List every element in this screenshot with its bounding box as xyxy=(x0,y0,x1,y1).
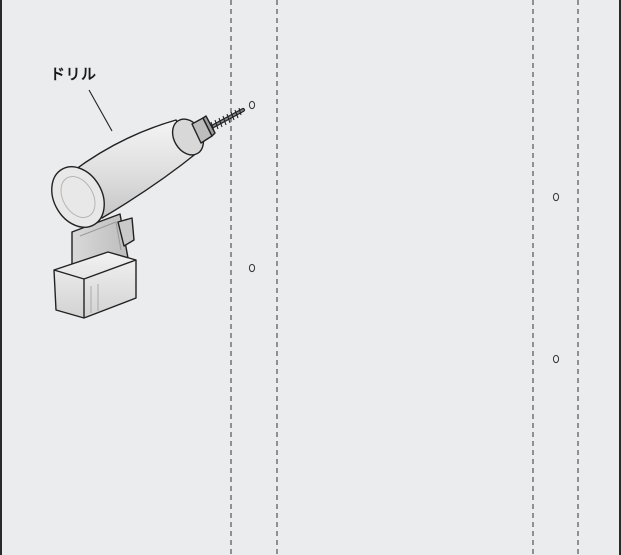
drill-label: ドリル xyxy=(50,65,97,83)
screw-hole xyxy=(248,263,256,273)
screw-holes xyxy=(248,100,560,364)
screw-hole xyxy=(552,354,560,364)
screw-icon xyxy=(206,107,245,132)
drill-battery xyxy=(53,251,137,319)
callout-leader-line xyxy=(88,89,113,132)
screw-hole xyxy=(552,192,560,202)
screw-hole xyxy=(248,100,256,110)
stud-guidelines xyxy=(230,0,579,555)
drill-rear-cap xyxy=(51,166,105,228)
drill-icon xyxy=(51,115,216,319)
drill-trigger xyxy=(117,217,135,247)
